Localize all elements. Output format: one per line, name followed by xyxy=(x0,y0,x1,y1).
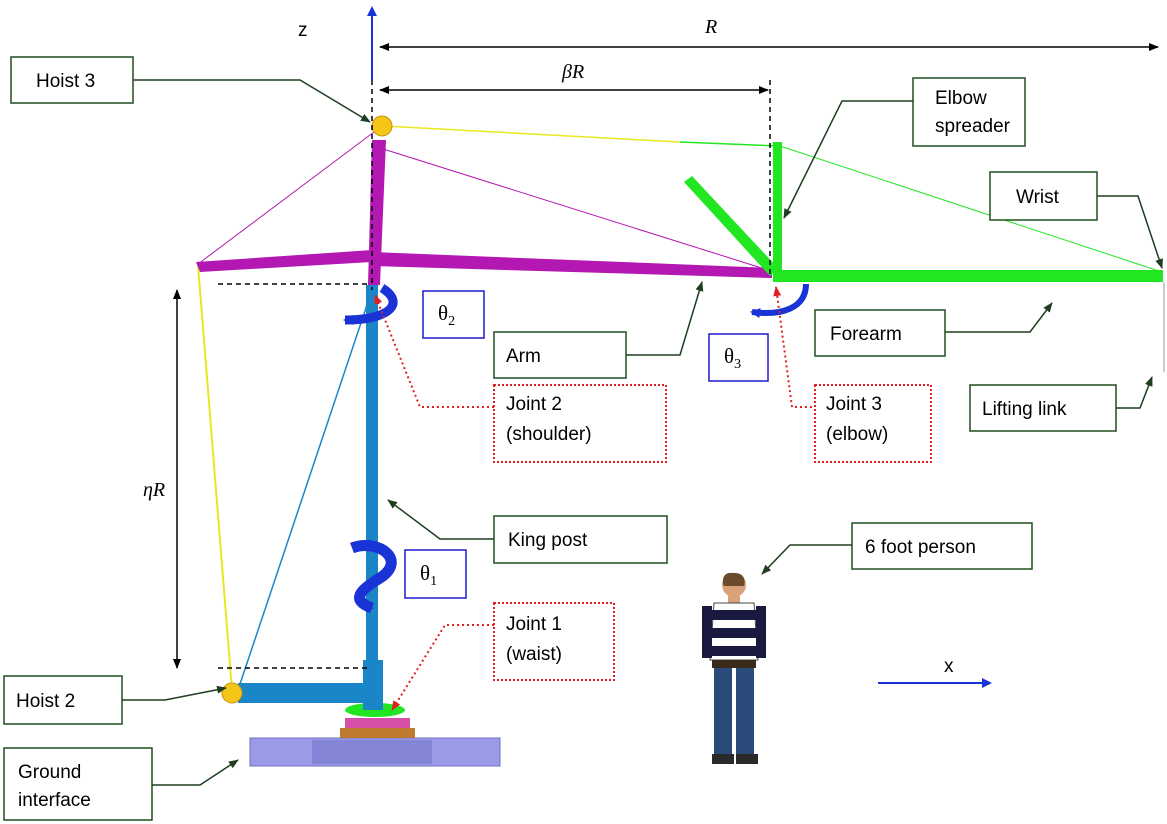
theta1-rotation-icon xyxy=(350,540,397,614)
theta2-subscript: 2 xyxy=(448,314,455,329)
hoist3-cable xyxy=(383,125,681,143)
hoist3-callout: Hoist 3 xyxy=(10,56,134,104)
joint1-leader xyxy=(391,624,494,711)
svg-text:θ2: θ2 xyxy=(438,301,455,329)
hoist2-cable xyxy=(197,264,233,691)
elbow-spreader-label-line1: Elbow xyxy=(935,88,987,109)
z-axis-label: z xyxy=(298,20,308,41)
joint2-label-line2: (shoulder) xyxy=(506,424,592,445)
theta1-subscript: 1 xyxy=(430,574,437,589)
hoist3-leader xyxy=(133,79,371,123)
arm-label: Arm xyxy=(506,346,541,367)
king-post-leader xyxy=(387,499,494,540)
ground-interface-label-line1: Ground xyxy=(18,762,81,783)
hoist2-label: Hoist 2 xyxy=(16,691,75,712)
king-post-callout: King post xyxy=(493,515,668,564)
joint3-leader xyxy=(773,286,812,408)
elbow-spreader-label-line2: spreader xyxy=(935,116,1011,137)
ground-interface-callout: Ground interface xyxy=(3,747,153,821)
hoist2-drum xyxy=(221,682,243,704)
forearm-label: Forearm xyxy=(830,324,902,345)
king-post-structure xyxy=(237,285,383,710)
ground-base xyxy=(249,703,501,767)
person-label: 6 foot person xyxy=(865,537,976,558)
forearm-leader xyxy=(945,302,1053,333)
theta1-box: θ1 xyxy=(404,549,467,599)
joint2-callout: Joint 2 (shoulder) xyxy=(493,384,667,463)
lifting-link-label: Lifting link xyxy=(982,399,1067,420)
forearm-structure xyxy=(684,142,1165,372)
person-callout: 6 foot person xyxy=(851,522,1033,570)
lifting-link-leader xyxy=(1116,376,1153,409)
hoist3-drum xyxy=(371,115,393,137)
dim-etaR-label: ηR xyxy=(143,479,165,501)
person-leader xyxy=(761,544,852,575)
lifting-link-callout: Lifting link xyxy=(969,384,1117,432)
svg-text:θ3: θ3 xyxy=(724,344,741,372)
hoist3-label: Hoist 3 xyxy=(36,71,95,92)
wrist-label: Wrist xyxy=(1016,187,1060,208)
king-post-label: King post xyxy=(508,530,588,551)
arm-leader xyxy=(626,281,704,356)
elbow-spreader-callout: Elbow spreader xyxy=(912,77,1026,147)
theta1-symbol: θ xyxy=(420,561,430,585)
wrist-leader xyxy=(1097,195,1163,269)
elbow-spreader-leader xyxy=(783,100,913,219)
hoist3-cable-green xyxy=(679,141,779,147)
joint1-callout: Joint 1 (waist) xyxy=(493,602,615,681)
forearm-callout: Forearm xyxy=(814,309,946,357)
theta3-subscript: 3 xyxy=(734,357,741,372)
wrist-callout: Wrist xyxy=(989,171,1098,221)
arm-callout: Arm xyxy=(493,331,627,379)
joint3-callout: Joint 3 (elbow) xyxy=(814,384,932,463)
x-axis-label: x xyxy=(944,656,954,677)
person-figure xyxy=(702,572,766,764)
theta2-symbol: θ xyxy=(438,301,448,325)
joint3-label-line2: (elbow) xyxy=(826,424,888,445)
ground-interface-leader xyxy=(152,759,239,786)
theta3-box: θ3 xyxy=(708,333,769,382)
joint1-label-line1: Joint 1 xyxy=(506,614,562,635)
arm-structure xyxy=(196,131,772,285)
dim-betaR-label: βR xyxy=(561,61,584,83)
svg-text:θ1: θ1 xyxy=(420,561,437,589)
theta2-rotation-icon xyxy=(343,284,398,325)
joint2-label-line1: Joint 2 xyxy=(506,394,562,415)
joint1-label-line2: (waist) xyxy=(506,644,562,665)
joint3-label-line1: Joint 3 xyxy=(826,394,882,415)
theta3-symbol: θ xyxy=(724,344,734,368)
dim-R-label: R xyxy=(704,16,717,38)
ground-interface-label-line2: interface xyxy=(18,790,91,811)
hoist2-leader xyxy=(122,685,227,701)
theta3-rotation-icon xyxy=(750,283,809,319)
hoist2-callout: Hoist 2 xyxy=(3,675,123,725)
theta2-box: θ2 xyxy=(422,290,485,339)
